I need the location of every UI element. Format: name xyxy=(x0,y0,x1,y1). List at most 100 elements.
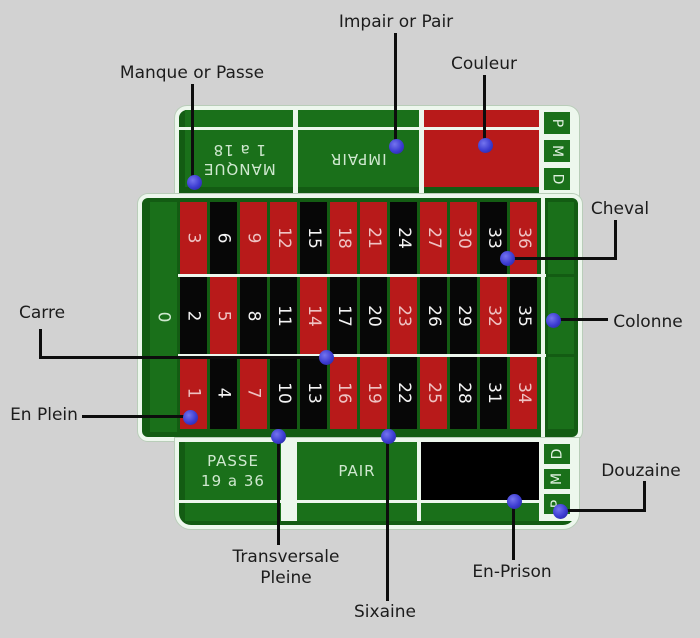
number-cell-2: 2 xyxy=(180,277,207,354)
number-cell-3: 3 xyxy=(180,202,207,274)
bottom-margin-strip xyxy=(297,503,417,521)
pair-bet-cell: PAIR xyxy=(297,442,417,500)
manque-passe-pointer-line xyxy=(191,84,194,182)
top-margin-strip-red xyxy=(424,110,539,127)
transversale-pointer-line xyxy=(277,436,280,545)
bottom-margin-strip xyxy=(185,503,281,521)
number-cell-11: 11 xyxy=(270,277,297,354)
transversale-bet-dot xyxy=(271,429,286,444)
manque-bet-dot xyxy=(187,175,202,190)
divider xyxy=(281,442,297,521)
sixaine-label: Sixaine xyxy=(354,602,416,622)
row-divider xyxy=(178,274,546,277)
number-cell-24: 24 xyxy=(390,202,417,274)
number-cell-26: 26 xyxy=(420,277,447,354)
number-cell-15: 15 xyxy=(300,202,327,274)
number-cell-6: 6 xyxy=(210,202,237,274)
top-dozens-column: P M D xyxy=(539,110,575,193)
number-cell-36: 36 xyxy=(510,202,537,274)
pair-label: PAIR xyxy=(338,462,376,480)
divider xyxy=(293,110,298,193)
manque-bet-cell: MANQUE 1 a 18 xyxy=(185,130,293,187)
carre-bet-dot xyxy=(319,350,334,365)
colonne-pointer-line xyxy=(558,318,608,321)
couleur-bet-dot xyxy=(478,138,493,153)
impair-pair-pointer-line xyxy=(394,33,397,146)
bottom-margin-strip xyxy=(421,503,539,521)
douzaine-pointer-line xyxy=(643,481,646,512)
bottom-dozens-column: D M P xyxy=(539,442,575,521)
passe-bet-cell: PASSE 19 a 36 xyxy=(185,442,281,500)
en-prison-black-cell xyxy=(421,442,539,500)
number-cell-16: 16 xyxy=(330,357,357,429)
impair-pair-label: Impair or Pair xyxy=(338,12,454,32)
column-bets-divider xyxy=(541,198,545,437)
cheval-pointer-line xyxy=(614,220,617,260)
couleur-label: Couleur xyxy=(451,54,517,74)
number-cell-18: 18 xyxy=(330,202,357,274)
dozen-box-d: D xyxy=(544,168,570,190)
number-cell-32: 32 xyxy=(480,277,507,354)
number-cell-28: 28 xyxy=(450,357,477,429)
column-bet-cell-bottom xyxy=(548,357,574,429)
dozen-box-d: D xyxy=(544,444,570,464)
sixaine-bet-dot xyxy=(381,429,396,444)
impair-bet-dot xyxy=(389,139,404,154)
number-cell-22: 22 xyxy=(390,357,417,429)
en-plein-bet-dot xyxy=(183,410,198,425)
divider xyxy=(419,110,424,193)
number-cell-19: 19 xyxy=(360,357,387,429)
table-bottom-section: PASSE 19 a 36 PAIR D M P xyxy=(175,438,579,529)
divider xyxy=(417,442,421,521)
number-cell-34: 34 xyxy=(510,357,537,429)
number-cell-35: 35 xyxy=(510,277,537,354)
number-cell-12: 12 xyxy=(270,202,297,274)
number-cell-21: 21 xyxy=(360,202,387,274)
cheval-bet-dot xyxy=(500,251,515,266)
carre-pointer-line xyxy=(39,329,42,358)
impair-label: IMPAIR xyxy=(330,150,387,168)
carre-pointer-line xyxy=(39,356,327,359)
dozen-box-m: M xyxy=(544,469,570,489)
sixaine-pointer-line xyxy=(386,436,389,601)
top-margin-strip xyxy=(298,110,419,127)
douzaine-pointer-line xyxy=(563,509,646,512)
number-cell-30: 30 xyxy=(450,202,477,274)
en-prison-pointer-line xyxy=(512,501,515,560)
colonne-label: Colonne xyxy=(613,312,683,332)
number-cell-10: 10 xyxy=(270,357,297,429)
douzaine-label: Douzaine xyxy=(601,461,681,481)
cheval-pointer-line xyxy=(507,257,617,260)
number-cell-13: 13 xyxy=(300,357,327,429)
column-bet-cell-top xyxy=(548,202,574,274)
manque-label: MANQUE 1 a 18 xyxy=(202,140,276,178)
en-plein-label: En Plein xyxy=(10,405,78,425)
en-prison-bet-dot xyxy=(507,494,522,509)
number-cell-27: 27 xyxy=(420,202,447,274)
zero-cell: 0 xyxy=(150,202,177,432)
table-top-section: MANQUE 1 a 18 IMPAIR P M D xyxy=(175,106,579,197)
couleur-pointer-line xyxy=(483,75,486,145)
number-cell-8: 8 xyxy=(240,277,267,354)
divider xyxy=(179,127,539,130)
cheval-label: Cheval xyxy=(590,199,650,219)
row-divider xyxy=(178,354,546,357)
number-cell-9: 9 xyxy=(240,202,267,274)
number-cell-20: 20 xyxy=(360,277,387,354)
number-cell-23: 23 xyxy=(390,277,417,354)
en-plein-pointer-line xyxy=(82,415,190,418)
divider xyxy=(179,500,539,503)
number-cell-17: 17 xyxy=(330,277,357,354)
number-cell-5: 5 xyxy=(210,277,237,354)
passe-label: PASSE 19 a 36 xyxy=(201,452,265,490)
douzaine-bet-dot xyxy=(553,504,568,519)
manque-passe-label: Manque or Passe xyxy=(119,63,265,83)
top-margin-strip xyxy=(185,110,293,127)
number-cell-4: 4 xyxy=(210,357,237,429)
number-cell-7: 7 xyxy=(240,357,267,429)
